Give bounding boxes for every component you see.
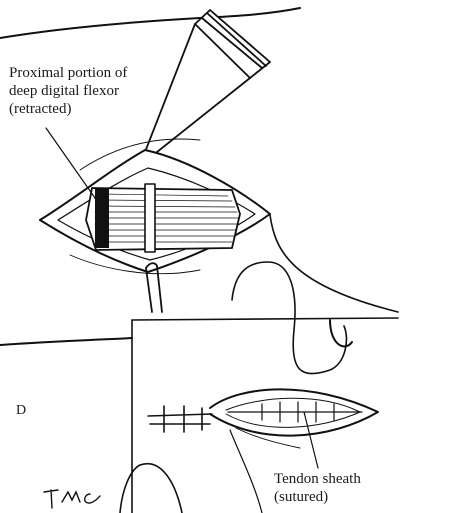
sheath-label: Tendon sheath (sutured) bbox=[274, 470, 361, 506]
flexor-label-line-1: Proximal portion of bbox=[9, 65, 128, 81]
lower-incision bbox=[147, 388, 379, 449]
retracted-tendon-end bbox=[95, 188, 109, 248]
limb-outline-panel-right bbox=[229, 429, 263, 513]
flexor-label: Proximal portion of deep digital flexor … bbox=[9, 64, 127, 118]
limb-outline-lower bbox=[0, 337, 133, 346]
upper-retractor bbox=[144, 9, 271, 159]
limb-outline-right bbox=[269, 214, 399, 313]
limb-outline-bottom bbox=[119, 462, 183, 513]
limb-outline-upper bbox=[0, 7, 301, 39]
artist-signature bbox=[43, 489, 101, 509]
suture-needle bbox=[329, 319, 353, 348]
panel-frame bbox=[131, 317, 399, 321]
upper-incision bbox=[39, 138, 271, 275]
flexor-label-line-3: (retracted) bbox=[9, 101, 72, 117]
sheath-label-line-1: Tendon sheath bbox=[274, 471, 361, 487]
lower-retractor bbox=[145, 262, 163, 313]
suture-thread bbox=[231, 261, 348, 375]
sheath-leader-line bbox=[303, 411, 319, 469]
tendon-band bbox=[144, 183, 156, 253]
flexor-leader-line bbox=[45, 127, 103, 209]
flexor-label-line-2: deep digital flexor bbox=[9, 83, 119, 99]
sheath-label-line-2: (sutured) bbox=[274, 489, 329, 505]
panel-letter: D bbox=[16, 403, 27, 418]
